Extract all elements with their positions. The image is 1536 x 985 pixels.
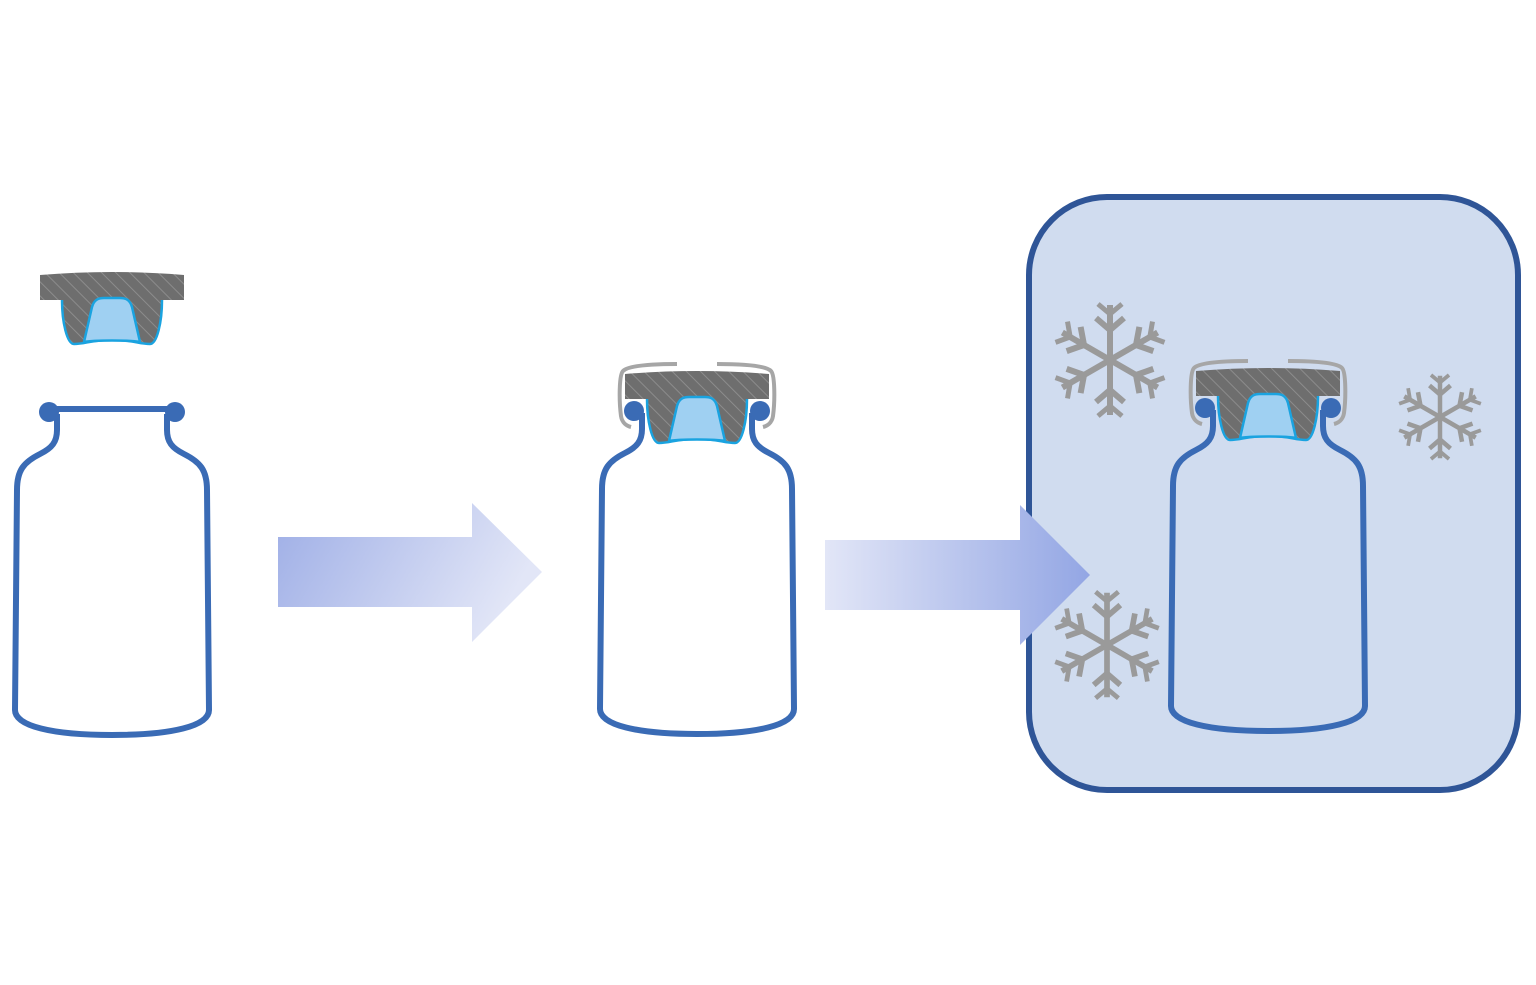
vial-icon <box>600 362 794 734</box>
arrow-right-icon <box>825 505 1090 645</box>
freezer-box <box>1026 194 1521 793</box>
arrow-right-icon <box>278 503 542 642</box>
stopper-icon <box>38 270 186 346</box>
vial-icon <box>15 402 209 735</box>
